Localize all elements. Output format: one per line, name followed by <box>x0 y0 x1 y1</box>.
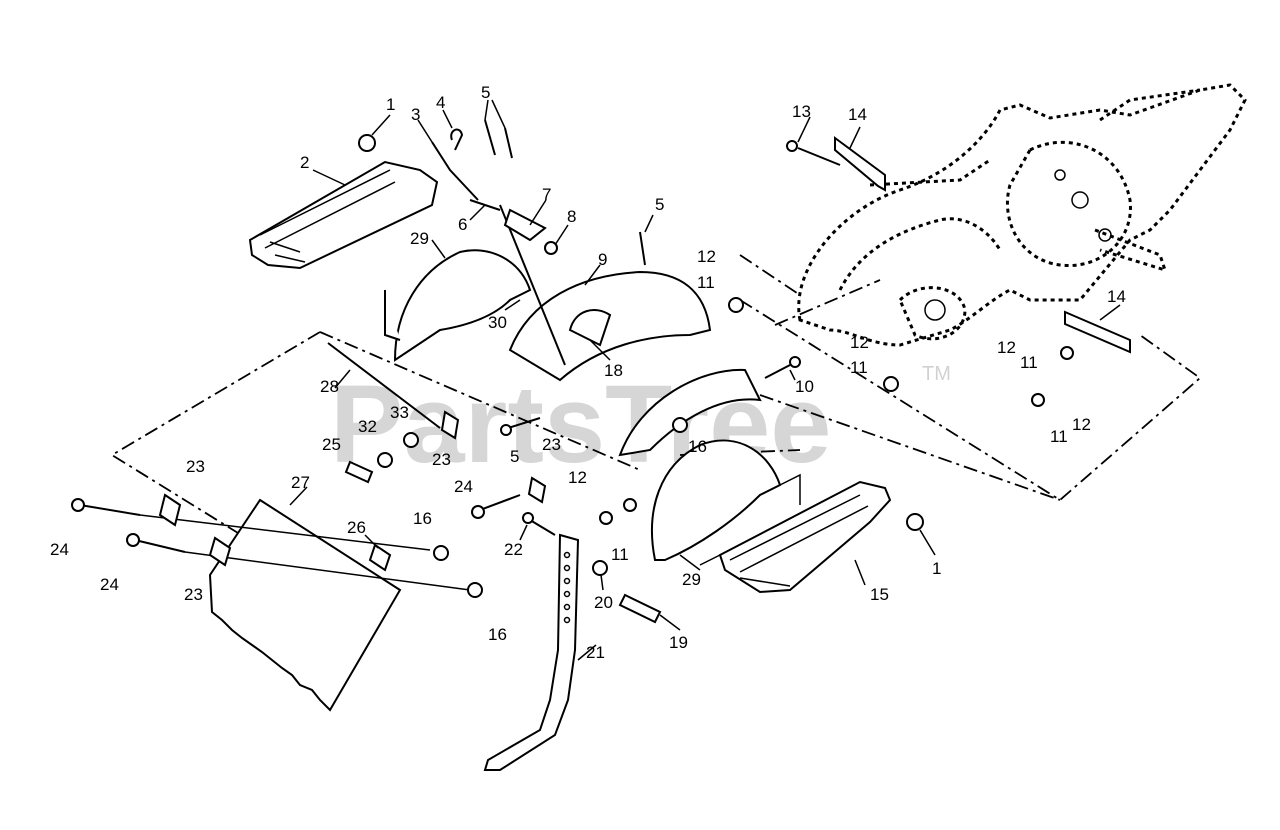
leader-lines <box>289 99 1121 661</box>
callout-27: 27 <box>291 473 310 492</box>
callout-23: 23 <box>432 450 451 469</box>
callout-11: 11 <box>1050 427 1068 446</box>
callout-5: 5 <box>655 195 664 214</box>
callout-25: 25 <box>322 435 341 454</box>
callout-28: 28 <box>320 377 339 396</box>
part-2-left-tine-shield <box>248 160 439 270</box>
callout-11: 11 <box>697 273 715 292</box>
tiller-frame-outline <box>797 83 1247 347</box>
callout-12: 12 <box>568 468 587 487</box>
callout-12: 12 <box>850 333 869 352</box>
callout-8: 8 <box>567 207 576 226</box>
callout-2: 2 <box>300 153 309 172</box>
callout-14: 14 <box>1107 287 1126 306</box>
callout-3: 3 <box>411 105 420 124</box>
callout-23: 23 <box>184 585 203 604</box>
callout-18: 18 <box>604 361 623 380</box>
callout-11: 11 <box>850 358 868 377</box>
callout-9: 9 <box>598 250 607 269</box>
callout-11: 11 <box>1020 353 1038 372</box>
callout-12: 12 <box>1072 415 1091 434</box>
callout-26: 26 <box>347 518 366 537</box>
callout-22: 22 <box>504 540 523 559</box>
callout-23: 23 <box>542 435 561 454</box>
callout-1: 1 <box>386 95 395 114</box>
callout-24: 24 <box>50 540 69 559</box>
part-15-right-tine-shield <box>718 480 892 594</box>
callout-19: 19 <box>669 633 688 652</box>
part-28-rod <box>327 342 441 429</box>
callout-1: 1 <box>932 559 941 578</box>
callout-labels: 1 1 2 3 4 5 5 5 6 7 8 9 10 11 11 11 11 1… <box>50 83 1126 662</box>
callout-21: 21 <box>586 643 605 662</box>
part-19-pin <box>618 593 662 624</box>
callout-23: 23 <box>186 457 205 476</box>
part-27-rear-deflector <box>208 498 402 712</box>
callout-24: 24 <box>100 575 119 594</box>
callout-10: 10 <box>795 377 814 396</box>
callout-12: 12 <box>997 338 1016 357</box>
callout-32: 32 <box>358 417 377 436</box>
callout-4: 4 <box>436 93 445 112</box>
callout-12: 12 <box>697 247 716 266</box>
part-29-fender-flaps <box>384 249 801 561</box>
brackets <box>158 136 1131 572</box>
callout-7: 7 <box>542 185 551 204</box>
callout-29: 29 <box>410 229 429 248</box>
part-21-depth-stake <box>483 533 580 771</box>
callout-20: 20 <box>594 593 613 612</box>
callout-5: 5 <box>510 447 519 466</box>
callout-33: 33 <box>390 403 409 422</box>
callout-5: 5 <box>481 83 490 102</box>
callout-16: 16 <box>488 625 507 644</box>
bolts <box>71 140 841 591</box>
callout-13: 13 <box>792 102 811 121</box>
callout-6: 6 <box>458 215 467 234</box>
callout-29: 29 <box>682 570 701 589</box>
callout-15: 15 <box>870 585 889 604</box>
callout-16: 16 <box>413 509 432 528</box>
part-25-pin <box>344 460 374 484</box>
callout-24: 24 <box>454 477 473 496</box>
top-linkage-parts <box>431 119 646 366</box>
callout-14: 14 <box>848 105 867 124</box>
callout-16: 16 <box>688 437 707 456</box>
watermark-trademark: TM <box>922 363 951 385</box>
nuts-and-washers <box>358 134 1074 598</box>
callout-30: 30 <box>488 313 507 332</box>
callout-11: 11 <box>611 545 629 564</box>
